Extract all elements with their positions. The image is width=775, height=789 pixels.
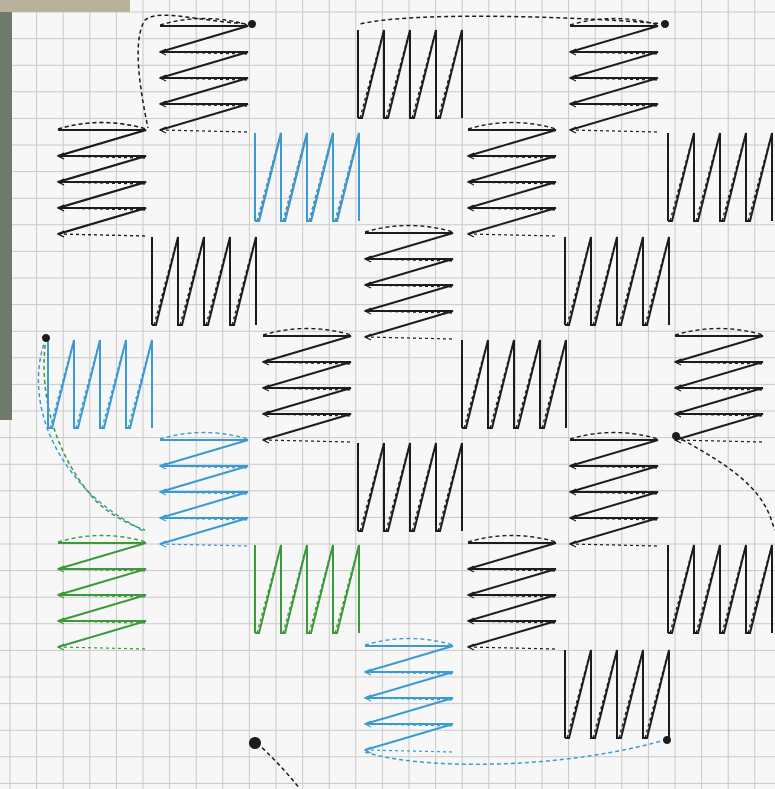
thread-endpoint-dot: [663, 736, 671, 744]
thread-endpoint-dot: [248, 20, 256, 28]
thread-endpoint-dot: [661, 20, 669, 28]
thread-endpoint-dot: [672, 432, 680, 440]
corner-photo-fragment: [0, 0, 130, 12]
left-border-strip: [0, 0, 12, 420]
thread-endpoint-dot: [249, 737, 261, 749]
thread-endpoint-dot: [42, 334, 50, 342]
